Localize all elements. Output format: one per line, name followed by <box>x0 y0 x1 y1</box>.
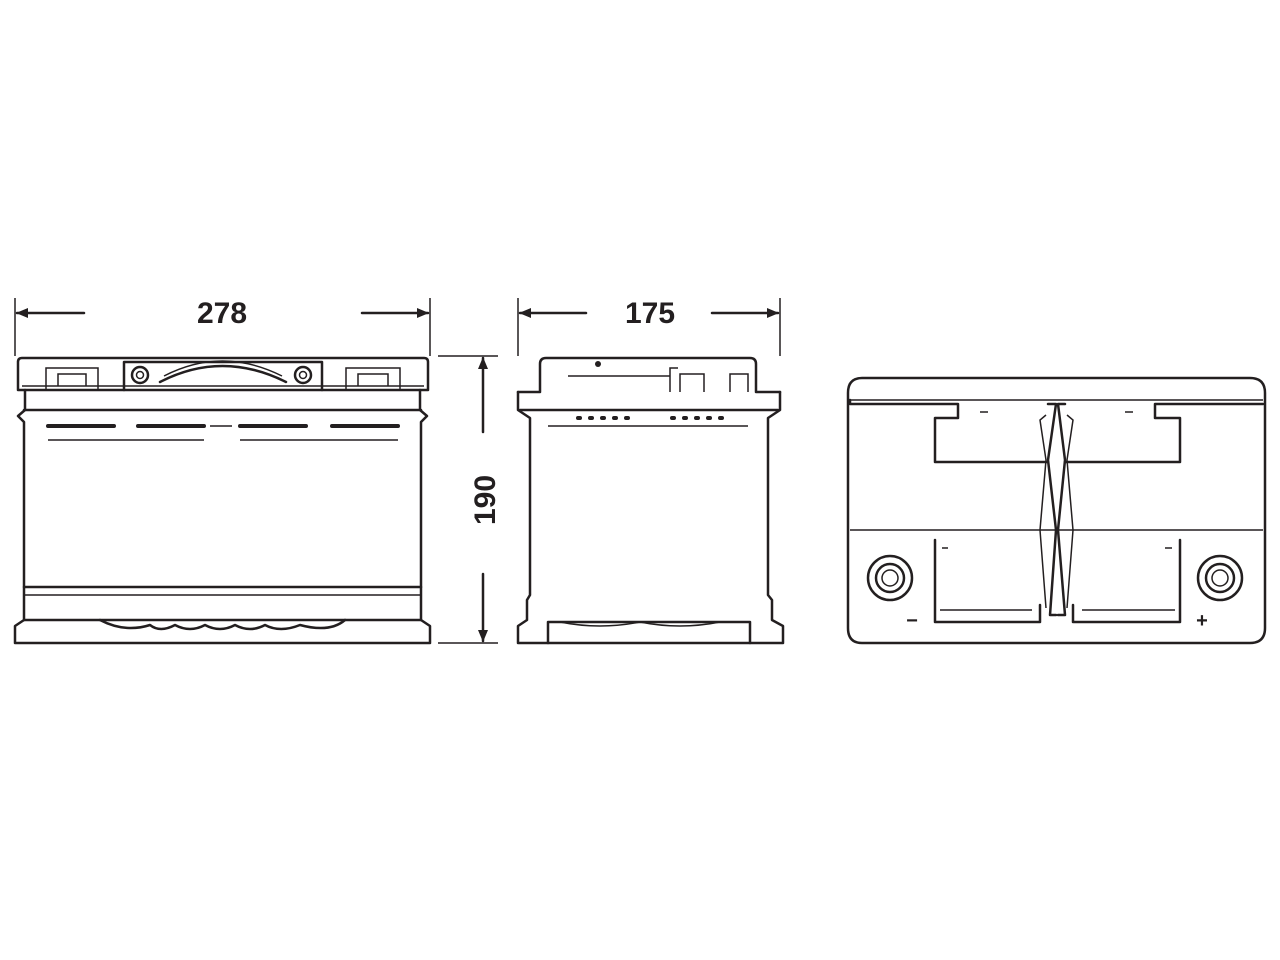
width-label: 175 <box>625 297 675 330</box>
width-dimension: 175 <box>517 297 781 356</box>
negative-symbol: − <box>906 610 918 632</box>
height-label: 190 <box>469 475 502 525</box>
length-dimension: 278 <box>14 297 431 356</box>
positive-symbol: + <box>1196 610 1208 632</box>
front-view <box>13 356 432 645</box>
positive-terminal <box>1196 554 1244 602</box>
length-label: 278 <box>197 297 247 330</box>
height-dimension: 190 <box>438 355 502 644</box>
side-view <box>516 356 785 645</box>
top-view: − + <box>846 376 1267 645</box>
negative-terminal <box>866 554 914 602</box>
